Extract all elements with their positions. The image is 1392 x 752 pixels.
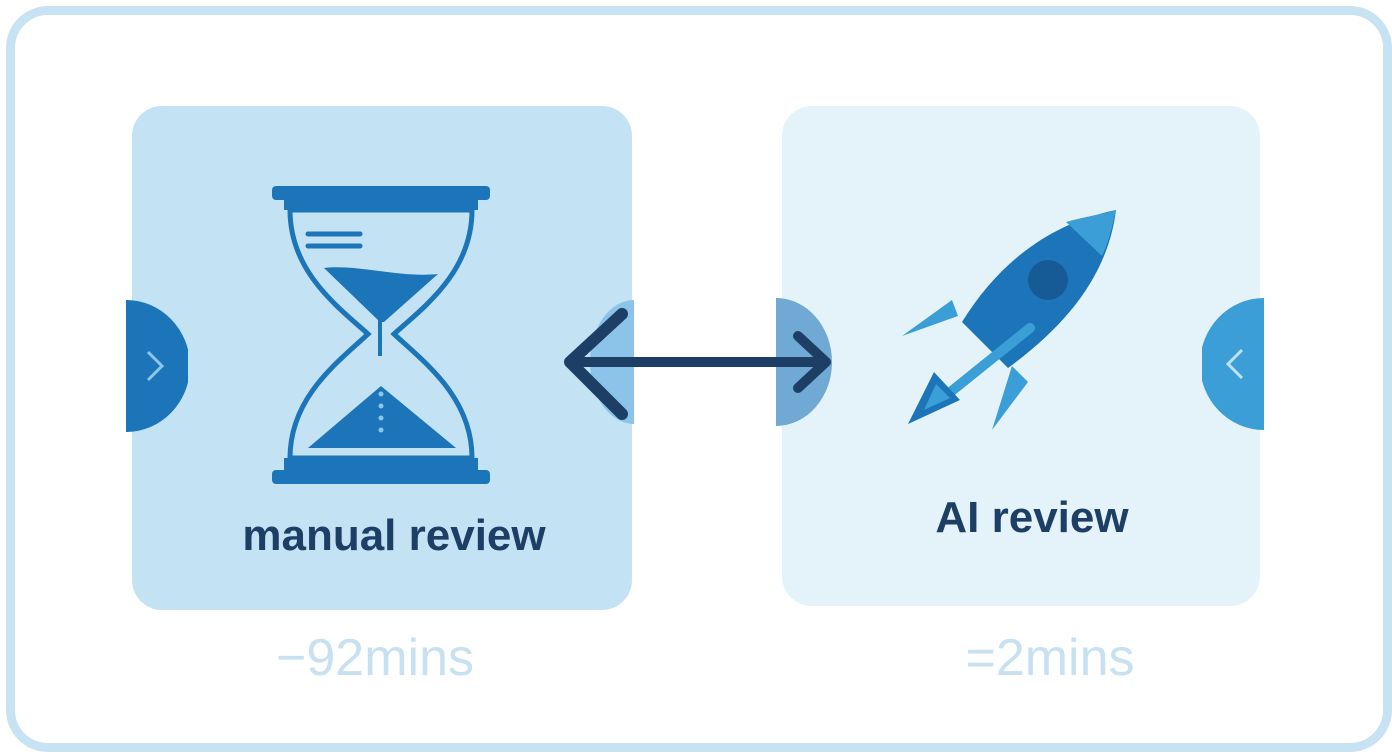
hourglass-icon <box>272 186 490 484</box>
next-tab[interactable] <box>1202 298 1264 430</box>
ai-review-time: =2mins <box>965 629 1135 687</box>
chevron-left-icon <box>1225 348 1244 380</box>
chevron-right-icon <box>146 350 165 382</box>
ai-review-label: AI review <box>935 493 1129 542</box>
previous-tab[interactable] <box>126 300 188 432</box>
manual-review-time: −92mins <box>276 629 474 687</box>
manual-review-label: manual review <box>242 511 546 560</box>
rocket-icon <box>902 210 1116 430</box>
double-arrow-icon <box>564 308 831 420</box>
